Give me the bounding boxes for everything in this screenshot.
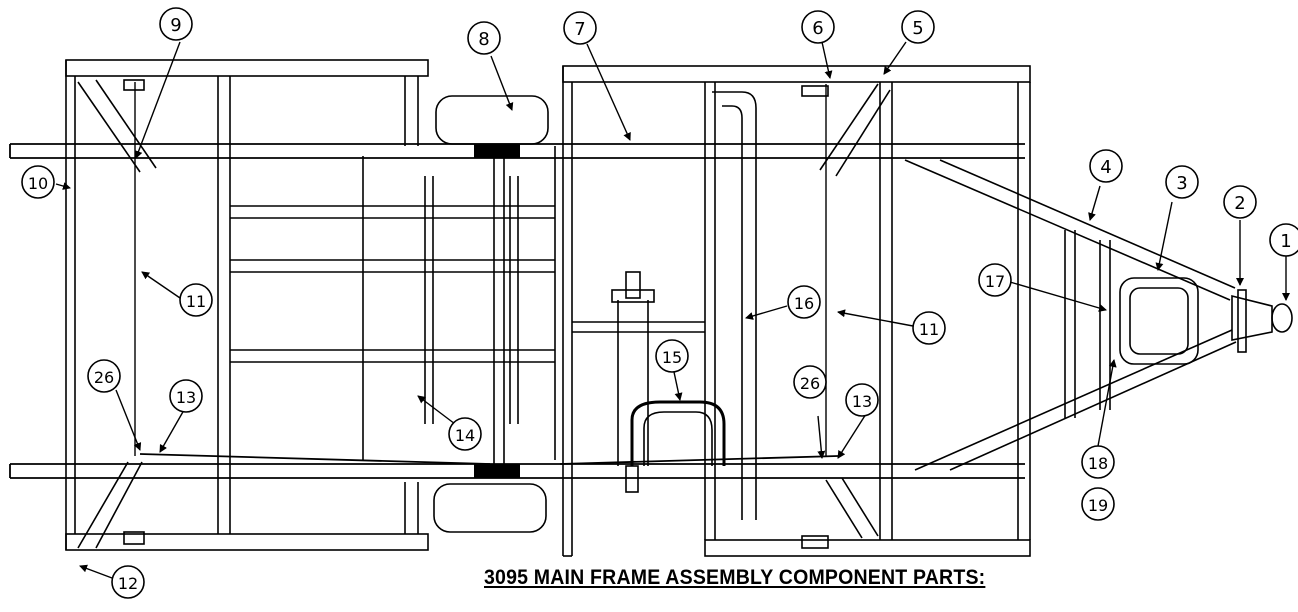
- callout-17: 17: [978, 263, 1012, 297]
- callout-18: 18: [1081, 445, 1115, 479]
- svg-text:6: 6: [812, 18, 823, 39]
- callout-1: 1: [1269, 223, 1298, 257]
- callout-13-left: 13: [169, 379, 203, 413]
- callout-3: 3: [1165, 165, 1199, 199]
- front-frame: [562, 65, 1031, 557]
- callout-8: 8: [467, 21, 501, 55]
- svg-text:8: 8: [478, 29, 489, 50]
- svg-text:10: 10: [28, 174, 48, 193]
- callout-2: 2: [1223, 185, 1257, 219]
- callout-19: 19: [1081, 487, 1115, 521]
- callout-9: 9: [159, 7, 193, 41]
- svg-text:4: 4: [1100, 157, 1111, 178]
- callout-15: 15: [655, 339, 689, 373]
- middle-frame: [230, 95, 556, 533]
- callout-16: 16: [787, 285, 821, 319]
- svg-text:15: 15: [662, 348, 682, 367]
- hitch-tongue: [904, 159, 1293, 471]
- svg-text:18: 18: [1088, 454, 1108, 473]
- svg-text:12: 12: [118, 574, 138, 593]
- callout-14: 14: [448, 417, 482, 451]
- callout-5: 5: [901, 10, 935, 44]
- callout-26-left: 26: [87, 359, 121, 393]
- svg-text:7: 7: [574, 19, 585, 40]
- svg-text:14: 14: [455, 426, 475, 445]
- callout-11-left: 11: [179, 283, 213, 317]
- svg-text:19: 19: [1088, 496, 1108, 515]
- svg-text:5: 5: [912, 18, 923, 39]
- callout-13-right: 13: [845, 383, 879, 417]
- svg-text:3: 3: [1176, 173, 1187, 194]
- rear-frame: [65, 59, 429, 551]
- svg-text:1: 1: [1280, 231, 1291, 252]
- svg-text:2: 2: [1234, 193, 1245, 214]
- leader-lines: [55, 41, 1290, 579]
- callout-11-right: 11: [912, 311, 946, 345]
- callout-4: 4: [1089, 149, 1123, 183]
- callout-26-right: 26: [793, 365, 827, 399]
- callout-12: 12: [111, 565, 145, 599]
- svg-text:13: 13: [852, 392, 872, 411]
- svg-text:26: 26: [94, 368, 114, 387]
- svg-text:11: 11: [919, 320, 939, 339]
- svg-text:16: 16: [794, 294, 814, 313]
- svg-text:11: 11: [186, 292, 206, 311]
- svg-text:26: 26: [800, 374, 820, 393]
- callout-7: 7: [563, 11, 597, 45]
- callout-10: 10: [21, 165, 55, 199]
- axle-blocks: [474, 144, 520, 478]
- diagram-title: 3095 MAIN FRAME ASSEMBLY COMPONENT PARTS…: [484, 566, 986, 589]
- svg-text:17: 17: [985, 272, 1005, 291]
- callout-6: 6: [801, 10, 835, 44]
- svg-text:9: 9: [170, 15, 181, 36]
- svg-text:13: 13: [176, 388, 196, 407]
